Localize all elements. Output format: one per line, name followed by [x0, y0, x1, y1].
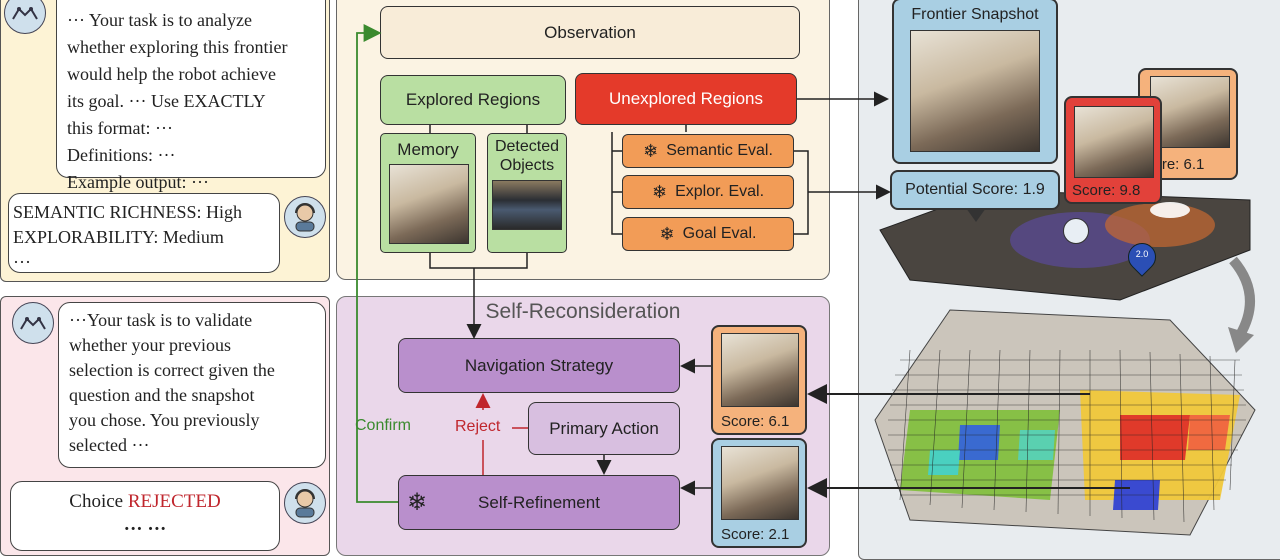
red-snapshot-image [1074, 106, 1154, 178]
curved-arrow-icon [1228, 256, 1255, 353]
memory-card: Memory [380, 133, 476, 253]
answer-line: ··· [13, 252, 31, 272]
explor-eval-label: Explor. Eval. [675, 183, 765, 200]
robot-icon [12, 302, 54, 344]
snowflake-icon: ❄ [407, 489, 428, 516]
primary-action-box: Primary Action [528, 402, 680, 455]
robot-icon [4, 0, 46, 34]
choice-status: REJECTED [127, 491, 221, 512]
analysis-prompt-bubble: ··· Your task is to analyze whether expl… [56, 0, 326, 192]
potential-score-pointer [966, 208, 986, 222]
snowflake-icon: ❄ [651, 181, 668, 202]
blue-score-label: Score: 2.1 [721, 526, 790, 543]
answer-line: SEMANTIC RICHNESS: High [13, 202, 243, 222]
memory-label: Memory [397, 140, 459, 159]
goal-eval-label: Goal Eval. [682, 225, 757, 242]
answer-line: EXPLORABILITY: Medium [13, 227, 224, 247]
reject-label: Reject [455, 418, 501, 435]
confirm-label: Confirm [352, 417, 415, 435]
prompt-line: question and the snapshot [69, 385, 255, 405]
orange-snapshot-card: Score: 6.1 [711, 325, 807, 435]
semantic-eval-label: Semantic Eval. [666, 142, 773, 159]
potential-score-label: Potential Score: 1.9 [905, 181, 1045, 198]
prompt-line: this format: ··· [67, 118, 173, 138]
choice-bubble: Choice REJECTED ··· ··· [10, 481, 280, 551]
choice-ellipsis: ··· ··· [123, 519, 167, 540]
flow-connectors [356, 24, 1130, 503]
red-score-label: Score: 9.8 [1072, 182, 1141, 199]
detected-objects-card: Detected Objects [487, 133, 567, 253]
blue-snapshot-card: Score: 2.1 [711, 438, 807, 548]
orange-score-label: Score: 6.1 [721, 413, 790, 430]
explored-regions-box: Explored Regions [380, 75, 566, 125]
goal-eval-box: ❄ Goal Eval. [622, 217, 794, 251]
self-refinement-box: ❄ Self-Refinement [398, 475, 680, 530]
memory-image [389, 164, 469, 244]
prompt-line: selected ··· [69, 435, 150, 455]
frontier-snapshot-title: Frontier Snapshot [911, 6, 1039, 23]
robot-marker-icon [1063, 218, 1089, 244]
snowflake-icon: ❄ [643, 140, 659, 161]
assistant-avatar-icon [284, 482, 326, 524]
prompt-line: ··· Your task is to analyze [67, 10, 252, 30]
prompt-line: Example output: ··· [67, 172, 209, 192]
explor-eval-box: ❄ Explor. Eval. [622, 175, 794, 209]
frontier-snapshot-image [910, 30, 1040, 152]
prompt-line: whether your previous [69, 335, 231, 355]
validation-prompt-bubble: ···Your task is to validate whether your… [58, 302, 326, 468]
snowflake-icon: ❄ [659, 223, 675, 244]
prompt-line: its goal. ··· Use EXACTLY [67, 91, 266, 111]
prompt-line: Definitions: ··· [67, 145, 176, 165]
detected-objects-image [492, 180, 562, 230]
orange-snapshot-image [721, 333, 799, 407]
frontier-snapshot-card: Frontier Snapshot [892, 0, 1058, 164]
prompt-line: ···Your task is to validate [69, 310, 253, 330]
prompt-line: selection is correct given the [69, 360, 275, 380]
navigation-strategy-box: Navigation Strategy [398, 338, 680, 393]
map-location-value: 2.0 [1135, 249, 1149, 259]
red-snapshot-card: Score: 9.8 [1064, 96, 1162, 204]
observation-box: Observation [380, 6, 800, 59]
self-refinement-label: Self-Refinement [478, 492, 600, 512]
assistant-avatar-icon [284, 196, 326, 238]
semantic-eval-box: ❄ Semantic Eval. [622, 134, 794, 168]
blue-snapshot-image [721, 446, 799, 520]
prompt-line: whether exploring this frontier [67, 37, 288, 57]
analysis-answer-bubble: SEMANTIC RICHNESS: High EXPLORABILITY: M… [8, 193, 280, 273]
unexplored-regions-box: Unexplored Regions [575, 73, 797, 125]
prompt-line: would help the robot achieve [67, 64, 276, 84]
detected-objects-label: Detected Objects [494, 138, 560, 174]
choice-label: Choice [69, 491, 124, 512]
orange-snapshot-image [1150, 76, 1230, 148]
prompt-line: you chose. You previously [69, 410, 260, 430]
self-reconsideration-title: Self-Reconsideration [485, 300, 681, 323]
